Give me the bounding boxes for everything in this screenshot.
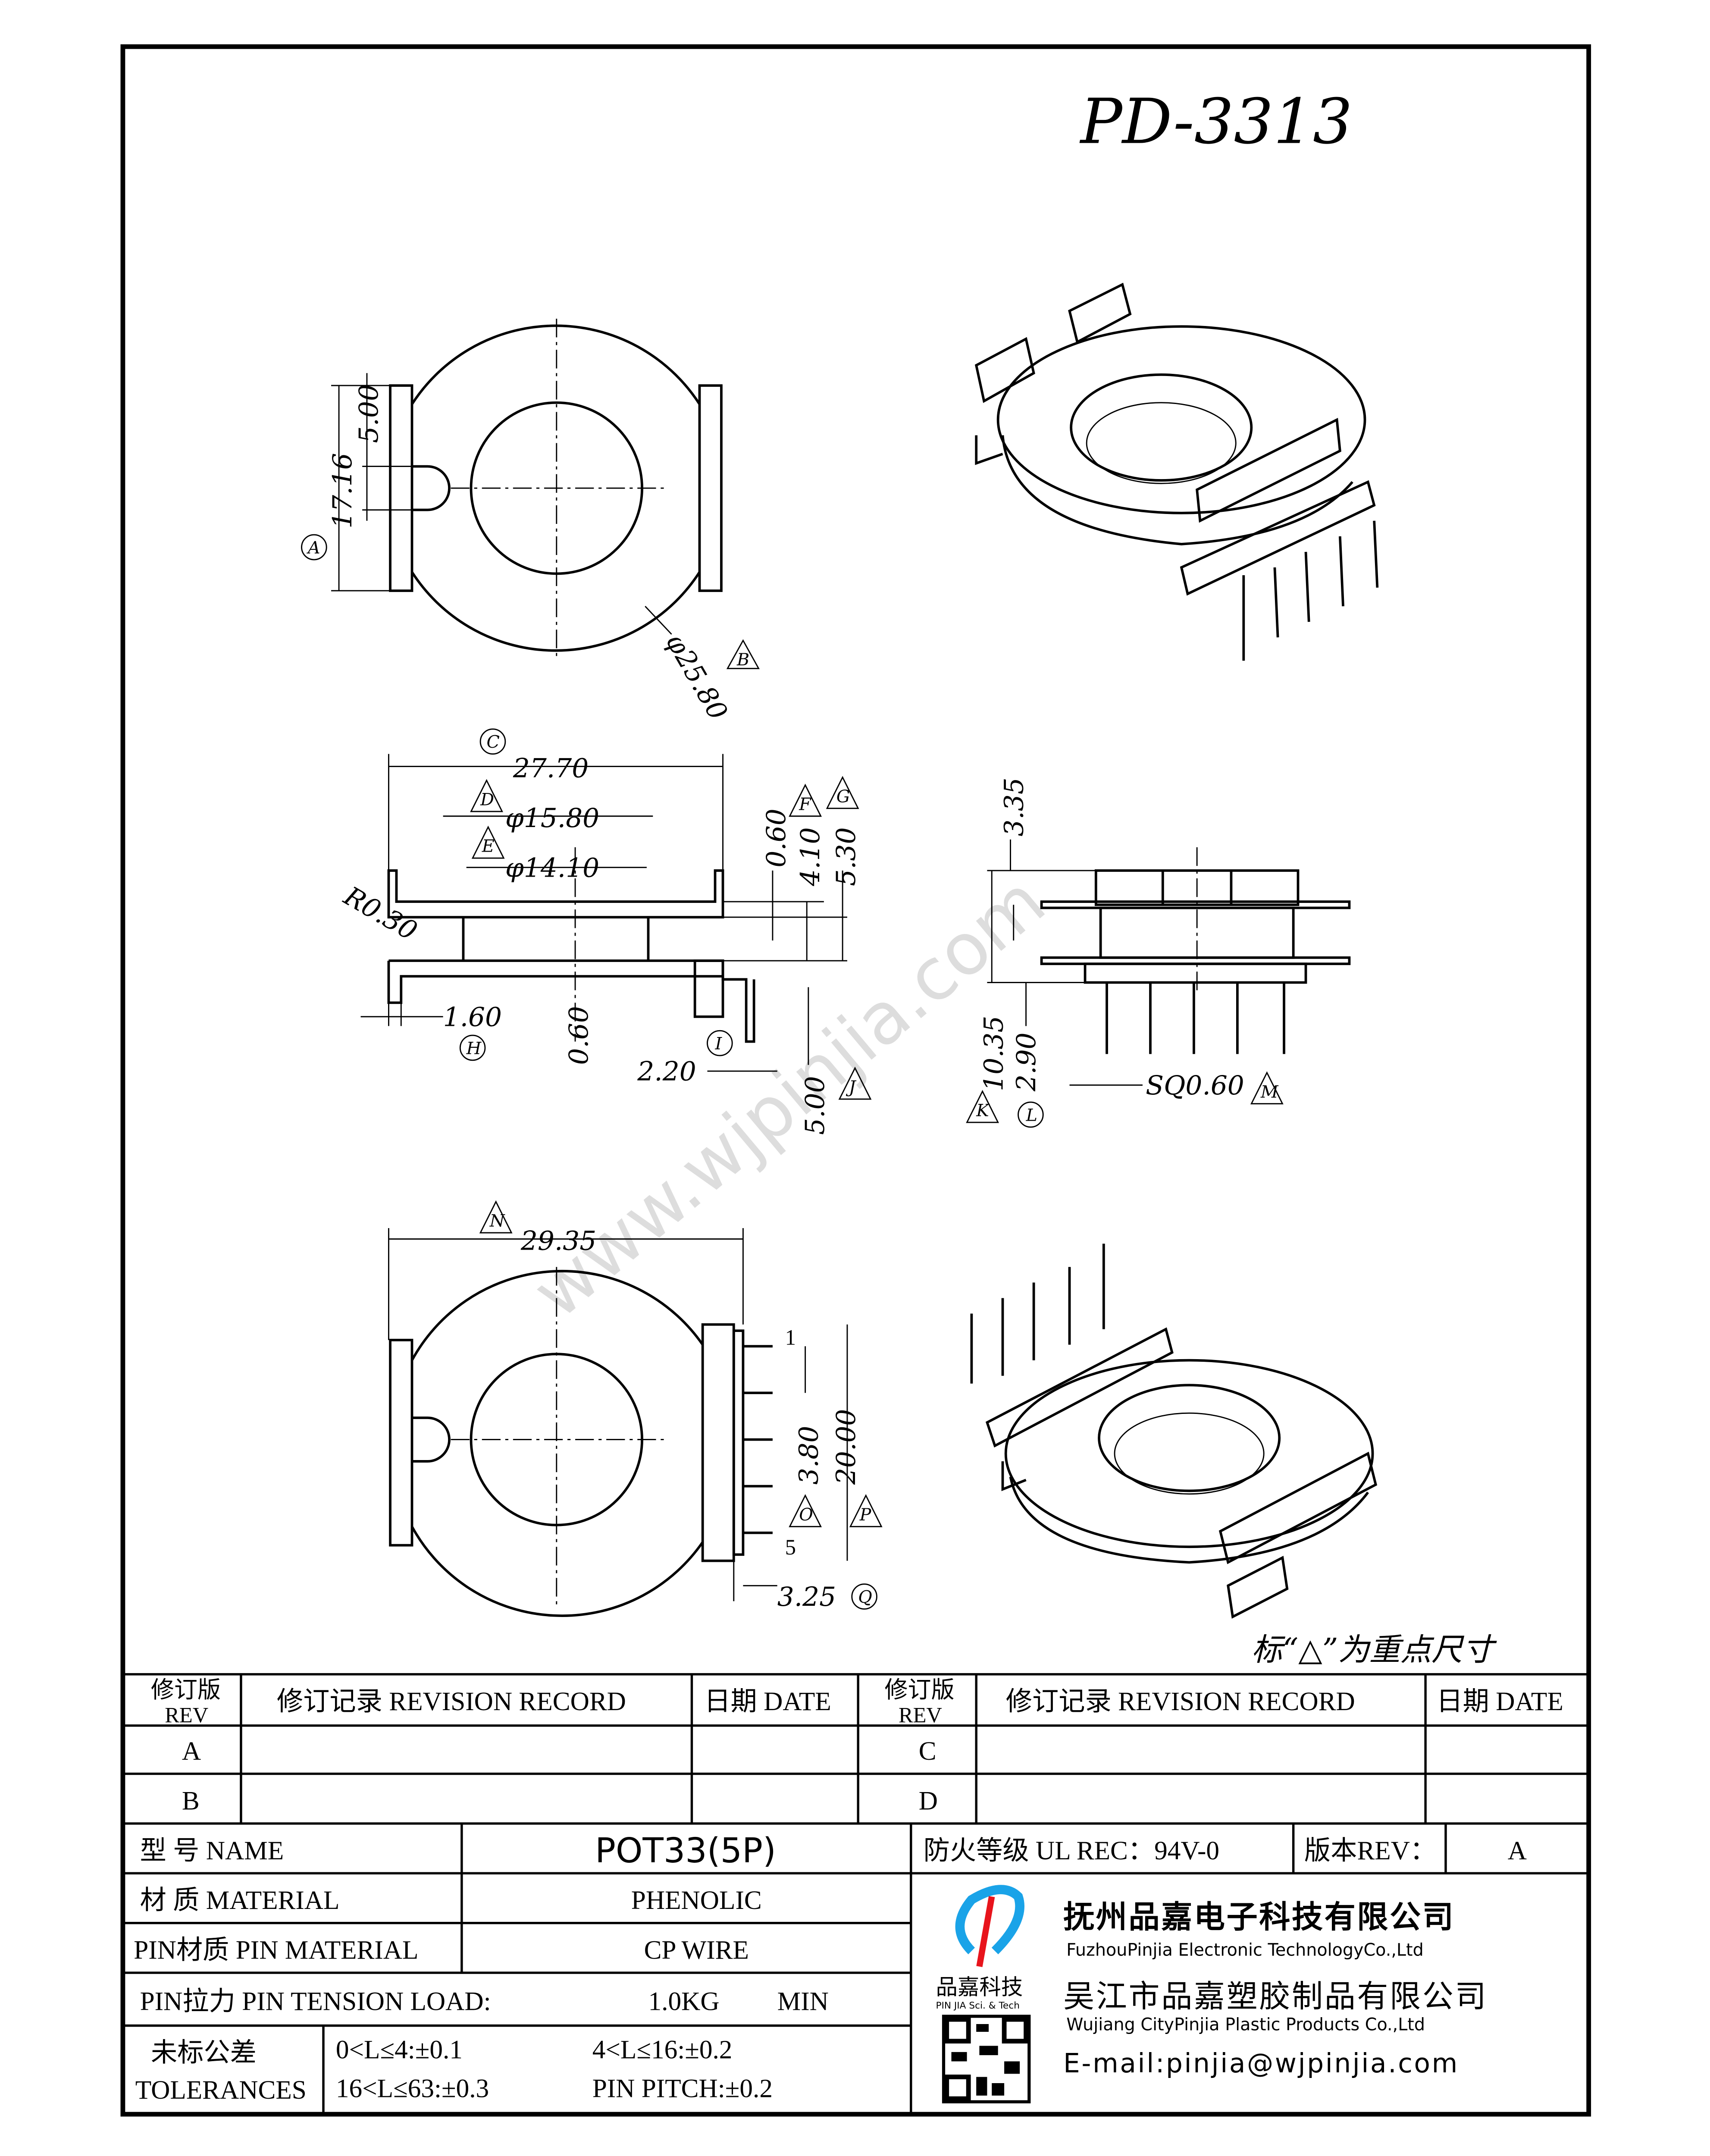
company-name-1-en: FuzhouPinjia Electronic TechnologyCo.,Lt… [1066,1940,1423,1960]
version-label: 版本REV： [1304,1836,1436,1865]
tolerance-0-4: 0<L≤4:±0.1 [336,2035,463,2064]
dim-a: 17.16 [327,453,358,528]
qr-code-icon [942,2015,1031,2103]
sheet-border [120,44,1591,2117]
dim-m: SQ0.60 [1146,1070,1244,1101]
rev-d: D [919,1786,938,1816]
tolerance-pin-pitch: PIN PITCH:±0.2 [592,2074,773,2103]
dim-d: φ15.80 [505,803,599,834]
rev-a: A [182,1736,201,1766]
tolerance-16-63: 16<L≤63:±0.3 [336,2074,489,2103]
company-name-2-en: Wujiang CityPinjia Plastic Products Co.,… [1066,2015,1425,2034]
dim-o: 3.80 [793,1426,824,1485]
dim-mid: 0.60 [564,1006,594,1065]
date-header-2: 日期 DATE [1436,1687,1563,1716]
dim-l: 2.90 [1011,1032,1042,1091]
tag-o: O [799,1505,813,1525]
rev-header-en-2: REV [899,1703,942,1727]
bottom-view: 29.35 N 1 5 3.80 20.00 O P 3.25 Q [388,1200,883,1617]
logo-subtext: PIN JIA Sci. & Tech [936,2000,1019,2011]
rev-c: C [919,1736,936,1766]
pin-5-label: 5 [785,1535,796,1559]
dim-j: 5.00 [800,1076,830,1134]
name-value: POT33(5P) [595,1830,776,1871]
tag-m: M [1260,1082,1279,1102]
pin-tension-unit: MIN [777,1987,829,2016]
tolerance-4-16: 4<L≤16:±0.2 [592,2035,733,2064]
record-header-2: 修订记录 REVISION RECORD [1006,1687,1355,1716]
tolerance-label-cn: 未标公差 [151,2038,257,2068]
tag-k: K [976,1101,990,1121]
tag-g: G [836,787,850,806]
rev-header-en-1: REV [165,1703,208,1727]
record-header-1: 修订记录 REVISION RECORD [277,1687,626,1716]
rev-header-cn-1: 修订版 [151,1677,221,1703]
tag-i: I [715,1034,723,1054]
side-view: 3.35 10.35 2.90 K L SQ0.60 M [966,777,1351,1128]
tag-d: D [480,790,494,810]
dim-k: 10.35 [978,1015,1009,1091]
pin-material-value: CP WIRE [644,1936,749,1965]
material-label: 材 质 MATERIAL [140,1886,340,1915]
version-value: A [1508,1836,1527,1865]
key-dimension-note: 标“△”为重点尺寸 [1251,1632,1497,1668]
material-value: PHENOLIC [631,1886,762,1915]
dim-q: 3.25 [777,1582,836,1612]
tolerance-label-en: TOLERANCES [135,2075,307,2105]
pin-material-label: PIN材质 PIN MATERIAL [134,1936,418,1965]
iso-view-bottom [970,1244,1378,1619]
date-header-1: 日期 DATE [704,1687,831,1716]
tag-b: B [736,650,749,670]
dim-c: 27.70 [513,753,589,784]
company-name-2-cn: 吴江市品嘉塑胶制品有限公司 [1063,1978,1488,2015]
pin-1-label: 1 [785,1326,796,1350]
dim-g: 5.30 [831,827,861,886]
rev-header-cn-2: 修订版 [884,1677,954,1703]
tag-p: P [859,1505,872,1525]
dim-h: 1.60 [443,1002,502,1032]
iso-view-top [974,282,1379,661]
dim-e: φ14.10 [505,852,599,883]
name-label: 型 号 NAME [140,1836,284,1865]
pin-tension-label: PIN拉力 PIN TENSION LOAD: [140,1987,491,2016]
dim-side-top: 3.35 [999,777,1029,836]
dim-f2: 4.10 [795,827,826,887]
tag-c: C [487,732,500,752]
company-email: E-mail:pinjia@wjpinjia.com [1063,2048,1459,2079]
revision-table: 修订版 REV 修订记录 REVISION RECORD 日期 DATE 修订版… [122,1673,1589,1825]
top-view: 17.16 5.00 A φ25.80 B [301,319,760,725]
dim-i: 2.20 [637,1056,696,1087]
tag-h: H [466,1038,482,1058]
dim-a2: 5.00 [354,384,384,443]
dim-n: 29.35 [520,1226,596,1257]
tag-q: Q [858,1587,872,1607]
company-block: 品嘉科技 PIN JIA Sci. & Tech 抚州品嘉电子科技有限公司 Fu… [936,1885,1488,2103]
company-logo-icon [955,1885,1024,1967]
pin-tension-value: 1.0KG [648,1987,720,2016]
part-number: PD-3313 [1079,86,1353,158]
front-view: 27.70 C φ15.80 D φ14.10 E R0.30 0.60 4.1… [338,728,872,1135]
dim-p: 20.00 [831,1409,861,1485]
rev-b: B [182,1786,200,1816]
tag-e: E [482,837,495,856]
dim-f: 0.60 [761,808,792,867]
tag-f: F [799,794,811,814]
logo-text: 品嘉科技 [936,1974,1023,2000]
title-block: 型 号 NAME POT33(5P) 防火等级 UL REC：94V-0 版本R… [122,1823,1589,2113]
tag-a: A [306,538,320,558]
company-name-1-cn: 抚州品嘉电子科技有限公司 [1063,1899,1455,1936]
fire-rating: 防火等级 UL REC：94V-0 [924,1836,1219,1865]
tag-l: L [1026,1105,1037,1125]
tag-n: N [489,1211,505,1231]
